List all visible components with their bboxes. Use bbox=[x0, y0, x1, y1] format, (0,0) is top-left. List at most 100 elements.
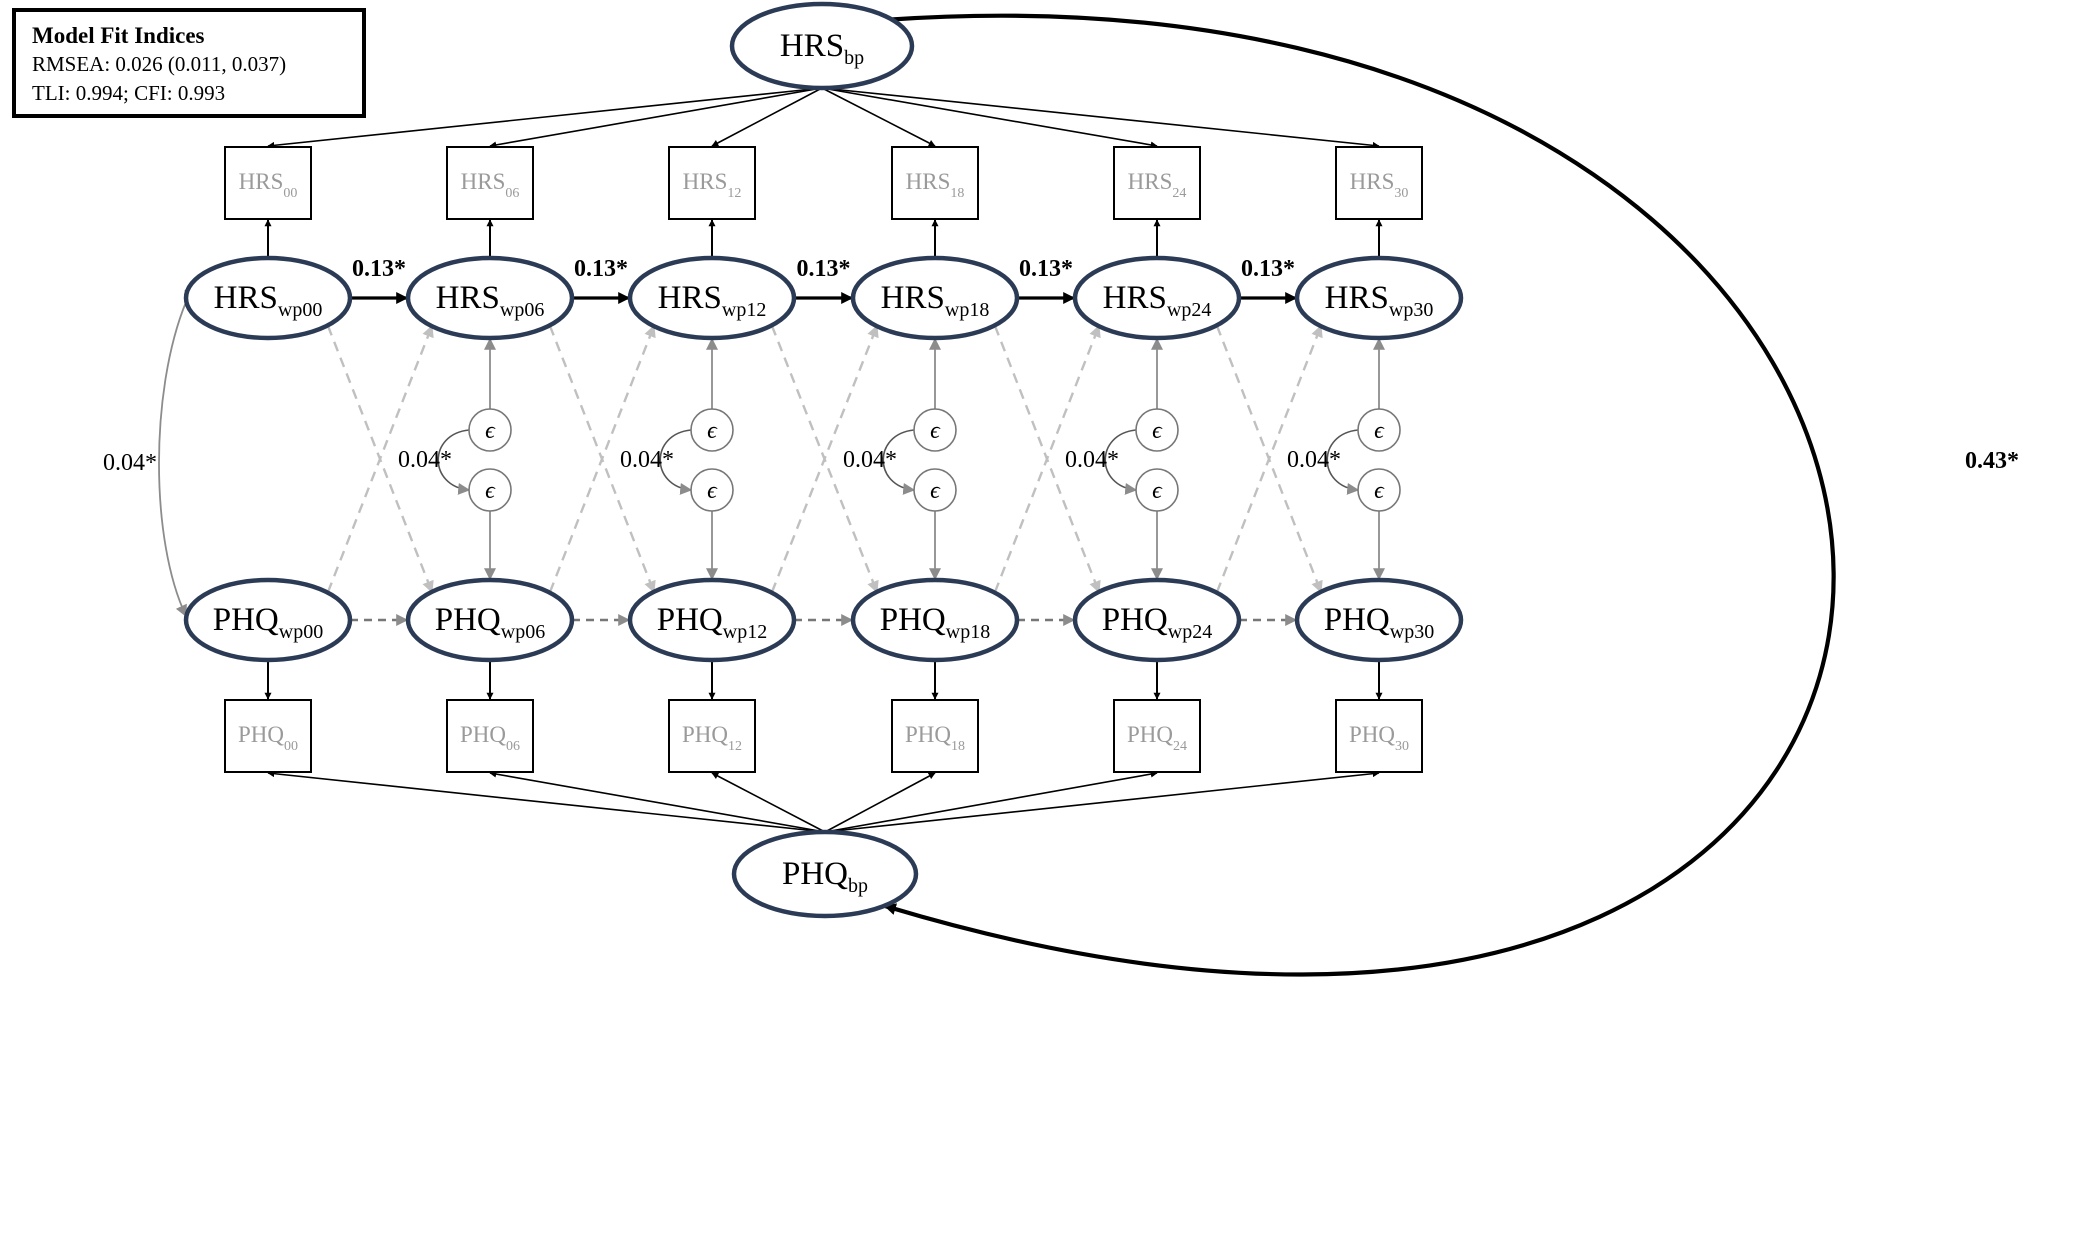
phq-observed-label-24: PHQ24 bbox=[1127, 722, 1187, 754]
hrs-residual-symbol-30: ϵ bbox=[1374, 418, 1385, 444]
phq-observed-12 bbox=[668, 699, 756, 773]
phq-wp-label-12: PHQwp12 bbox=[657, 602, 767, 643]
phq-wp-label-00: PHQwp00 bbox=[213, 602, 323, 643]
residual-cov-coef-24: 0.04* bbox=[1065, 447, 1119, 473]
phq-observed-30 bbox=[1335, 699, 1423, 773]
hrs-residual-symbol-12: ϵ bbox=[707, 418, 718, 444]
phq-wp-latent-30 bbox=[1294, 577, 1464, 663]
bp-covariance-arc bbox=[872, 13, 1836, 977]
initial-cov-coef: 0.04* bbox=[103, 450, 157, 476]
hrs-wp-label-06: HRSwp06 bbox=[436, 280, 545, 321]
hrs-residual-symbol-24: ϵ bbox=[1152, 418, 1163, 444]
phq-wp-label-30: PHQwp30 bbox=[1324, 602, 1434, 643]
hrs-ar-coef-00: 0.13* bbox=[352, 256, 406, 282]
phq-residual-symbol-30: ϵ bbox=[1374, 478, 1385, 504]
hrs-observed-label-00: HRS00 bbox=[239, 169, 298, 201]
hrs-wp-label-00: HRSwp00 bbox=[214, 280, 323, 321]
phq-bp-loading-12 bbox=[711, 772, 826, 833]
hrs-wp-latent-00 bbox=[183, 255, 353, 341]
phq-wp-latent-06 bbox=[405, 577, 575, 663]
phq-wp-latent-18 bbox=[850, 577, 1020, 663]
hrs-observed-label-30: HRS30 bbox=[1350, 169, 1409, 201]
hrs-wp-latent-18 bbox=[850, 255, 1020, 341]
hrs-wp-label-18: HRSwp18 bbox=[881, 280, 990, 321]
phq-observed-label-00: PHQ00 bbox=[238, 722, 298, 754]
hrs-ar-coef-18: 0.13* bbox=[1019, 256, 1073, 282]
hrs-bp-loading-06 bbox=[489, 87, 823, 149]
phq-observed-label-06: PHQ06 bbox=[460, 722, 520, 754]
residual-cov-coef-12: 0.04* bbox=[620, 447, 674, 473]
hrs-observed-label-18: HRS18 bbox=[906, 169, 965, 201]
phq-bp-loading-00 bbox=[267, 770, 826, 833]
fit-tli-cfi: TLI: 0.994; CFI: 0.993 bbox=[32, 81, 226, 105]
hrs-residual-06 bbox=[468, 408, 512, 452]
phq-residual-symbol-18: ϵ bbox=[930, 478, 941, 504]
hrs-bp-loading-00 bbox=[267, 87, 823, 149]
cross-lag-phq-to-hrs-06 bbox=[548, 324, 656, 593]
hrs-wp-label-12: HRSwp12 bbox=[658, 280, 767, 321]
phq-wp-latent-00 bbox=[183, 577, 353, 663]
hrs-observed-label-24: HRS24 bbox=[1128, 169, 1187, 201]
hrs-ar-coef-24: 0.13* bbox=[1241, 256, 1295, 282]
hrs-wp-latent-30 bbox=[1294, 255, 1464, 341]
phq-wp-label-18: PHQwp18 bbox=[880, 602, 990, 643]
phq-residual-24 bbox=[1135, 468, 1179, 512]
phq-observed-label-30: PHQ30 bbox=[1349, 722, 1409, 754]
hrs-bp-loading-18 bbox=[821, 87, 936, 147]
phq-wp-label-06: PHQwp06 bbox=[435, 602, 545, 643]
phq-observed-label-18: PHQ18 bbox=[905, 722, 965, 754]
hrs-residual-24 bbox=[1135, 408, 1179, 452]
hrs-residual-symbol-06: ϵ bbox=[485, 418, 496, 444]
hrs-ar-coef-12: 0.13* bbox=[797, 256, 851, 282]
phq-bp-label: PHQbp bbox=[782, 856, 868, 897]
phq-bp-loading-06 bbox=[489, 770, 826, 833]
residual-covariance-24 bbox=[1104, 422, 1148, 495]
hrs-wp-latent-06 bbox=[405, 255, 575, 341]
hrs-observed-18 bbox=[891, 146, 979, 220]
phq-observed-label-12: PHQ12 bbox=[682, 722, 742, 754]
hrs-residual-symbol-18: ϵ bbox=[930, 418, 941, 444]
hrs-wp-latent-24 bbox=[1072, 255, 1242, 341]
initial-covariance-arc bbox=[158, 289, 196, 618]
phq-observed-00 bbox=[224, 699, 312, 773]
hrs-observed-12 bbox=[668, 146, 756, 220]
hrs-observed-00 bbox=[224, 146, 312, 220]
residual-covariance-30 bbox=[1326, 422, 1370, 495]
residual-cov-coef-18: 0.04* bbox=[843, 447, 897, 473]
hrs-ar-coef-06: 0.13* bbox=[574, 256, 628, 282]
diagram-nodes: HRSbpPHQbpHRS00PHQ00HRSwp00PHQwp00HRS06P… bbox=[183, 1, 1464, 919]
phq-residual-symbol-24: ϵ bbox=[1152, 478, 1163, 504]
hrs-wp-label-30: HRSwp30 bbox=[1325, 280, 1434, 321]
phq-residual-symbol-12: ϵ bbox=[707, 478, 718, 504]
model-fit-indices-box: Model Fit Indices RMSEA: 0.026 (0.011, 0… bbox=[12, 8, 366, 118]
phq-wp-label-24: PHQwp24 bbox=[1102, 602, 1212, 643]
residual-covariance-06 bbox=[437, 422, 481, 495]
cross-lag-phq-to-hrs-18 bbox=[993, 324, 1101, 593]
phq-bp-latent bbox=[731, 829, 919, 919]
hrs-wp-latent-12 bbox=[627, 255, 797, 341]
hrs-observed-06 bbox=[446, 146, 534, 220]
phq-observed-18 bbox=[891, 699, 979, 773]
phq-residual-symbol-06: ϵ bbox=[485, 478, 496, 504]
coefficient-labels: 0.13* 0.13* 0.13* 0.13* 0.13* 0.04* 0.04* 0.04*… bbox=[103, 256, 2019, 476]
residual-cov-coef-06: 0.04* bbox=[398, 447, 452, 473]
hrs-bp-loading-30 bbox=[821, 87, 1380, 149]
hrs-residual-12 bbox=[690, 408, 734, 452]
phq-residual-06 bbox=[468, 468, 512, 512]
hrs-bp-label: HRSbp bbox=[780, 28, 864, 69]
fit-rmsea: RMSEA: 0.026 (0.011, 0.037) bbox=[32, 52, 287, 76]
hrs-observed-label-12: HRS12 bbox=[683, 169, 742, 201]
phq-bp-loading-18 bbox=[824, 772, 936, 833]
hrs-observed-24 bbox=[1113, 146, 1201, 220]
residual-cov-coef-30: 0.04* bbox=[1287, 447, 1341, 473]
phq-observed-06 bbox=[446, 699, 534, 773]
hrs-residual-18 bbox=[913, 408, 957, 452]
phq-residual-12 bbox=[690, 468, 734, 512]
phq-bp-loading-30 bbox=[824, 770, 1380, 833]
cross-lag-phq-to-hrs-00 bbox=[326, 324, 434, 593]
phq-wp-latent-12 bbox=[627, 577, 797, 663]
phq-residual-18 bbox=[913, 468, 957, 512]
cross-lag-phq-to-hrs-24 bbox=[1215, 324, 1323, 593]
phq-wp-latent-24 bbox=[1072, 577, 1242, 663]
hrs-residual-30 bbox=[1357, 408, 1401, 452]
